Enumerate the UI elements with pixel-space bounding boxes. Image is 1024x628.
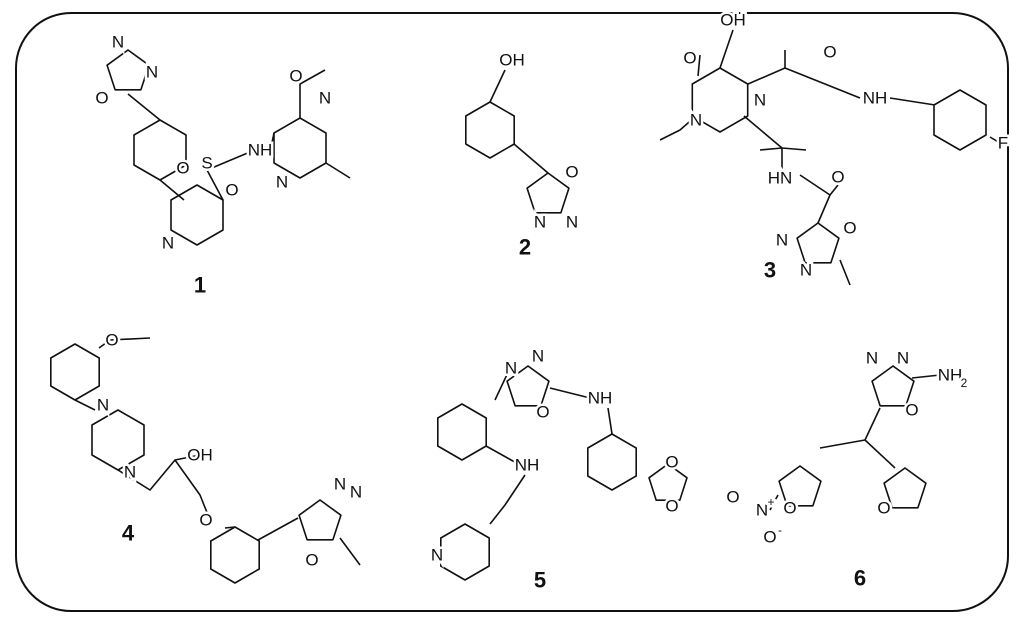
- atom-label: O: [783, 499, 796, 518]
- atom-label: OH: [720, 11, 746, 30]
- atom-label: NH: [248, 141, 273, 160]
- oxadiazole-ring-2: [526, 172, 570, 214]
- atom-label: N: [334, 475, 346, 494]
- oxadiazole-ring-5: [506, 365, 550, 407]
- phenyl-ring-4: [210, 526, 260, 584]
- atom-label: OH: [499, 51, 525, 70]
- atom-label: N: [431, 546, 443, 565]
- oxadiazole-ring-6: [871, 365, 915, 407]
- compound-number: 1: [194, 273, 206, 298]
- atom-label: O: [176, 159, 189, 178]
- fluorophenyl-ring-3: [933, 89, 987, 151]
- pyrazine-ring-1: [273, 117, 327, 179]
- atom-label: O: [843, 219, 856, 238]
- pyridine-ring-1: [170, 184, 224, 246]
- compound-number: 4: [122, 521, 135, 546]
- atom-label: O: [199, 511, 212, 530]
- atom-label: O: [305, 551, 318, 570]
- benzene-ring-5: [437, 403, 487, 461]
- atom-label: O: [665, 453, 678, 472]
- figure-border: [15, 12, 1009, 612]
- atom-label: N: [756, 501, 768, 520]
- atom-label: +: [767, 495, 774, 509]
- atom-label: -: [778, 523, 782, 537]
- atom-label: O: [823, 43, 836, 62]
- atom-label: O: [536, 403, 549, 422]
- compound-number: 5: [534, 568, 546, 593]
- atom-label: S: [201, 154, 212, 173]
- oxadiazole-ring-4: [298, 499, 342, 541]
- atom-label: HN: [768, 169, 793, 188]
- atom-label: O: [95, 89, 108, 108]
- atom-label: O: [565, 163, 578, 182]
- atom-label: N: [319, 89, 331, 108]
- nitrofuran-ring-6: [778, 465, 822, 507]
- atom-label: O: [877, 499, 890, 518]
- atom-label: N: [566, 213, 578, 232]
- compound-number: 3: [764, 258, 776, 283]
- pyrimidinone-ring-3: [691, 67, 749, 133]
- atom-label: N: [350, 483, 362, 502]
- atom-label: NH: [515, 456, 540, 475]
- atom-label: O: [831, 168, 844, 187]
- atom-label: O: [289, 67, 302, 86]
- dioxole-ring-5: [648, 463, 688, 501]
- atom-label: O: [905, 401, 918, 420]
- atom-label: F: [998, 134, 1008, 153]
- atom-label: O: [105, 331, 118, 350]
- atom-label: N: [754, 91, 766, 110]
- atom-label: NH: [938, 366, 963, 385]
- atom-label: N: [97, 396, 109, 415]
- atom-label: O: [225, 181, 238, 200]
- atom-label: 2: [961, 376, 968, 390]
- pyridine-ring-5: [440, 523, 490, 581]
- atom-label: N: [532, 347, 544, 366]
- atom-label: O: [683, 49, 696, 68]
- compound-number: 2: [519, 235, 531, 260]
- atom-label: N: [162, 234, 174, 253]
- benzene-ring-2: [465, 101, 515, 159]
- atom-label: N: [124, 463, 136, 482]
- atom-label: N: [146, 63, 158, 82]
- methoxyphenyl-ring-4: [50, 343, 100, 401]
- atom-label: N: [276, 173, 288, 192]
- atom-label: N: [866, 349, 878, 368]
- atom-label: NH: [588, 389, 613, 408]
- benzodioxole-ring-5: [587, 433, 637, 491]
- atom-label: N: [112, 33, 124, 52]
- compound-number: 6: [854, 566, 866, 591]
- atom-label: N: [776, 231, 788, 250]
- oxadiazole-ring-1: [106, 49, 150, 91]
- atom-label: O: [665, 497, 678, 516]
- atom-label: N: [800, 261, 812, 280]
- atom-label: OH: [187, 446, 213, 465]
- furan-ring-6: [883, 467, 927, 509]
- bonds: [74, 29, 1001, 566]
- atom-label: NH: [863, 89, 888, 108]
- atom-label: N: [534, 213, 546, 232]
- piperazine-ring-4: [91, 409, 145, 471]
- atom-label: N: [690, 111, 702, 130]
- atom-label: O: [726, 488, 739, 507]
- atom-label: N: [505, 359, 517, 378]
- atom-label: N: [897, 349, 909, 368]
- oxadiazole-ring-3: [796, 222, 840, 264]
- atom-label: O: [763, 528, 776, 547]
